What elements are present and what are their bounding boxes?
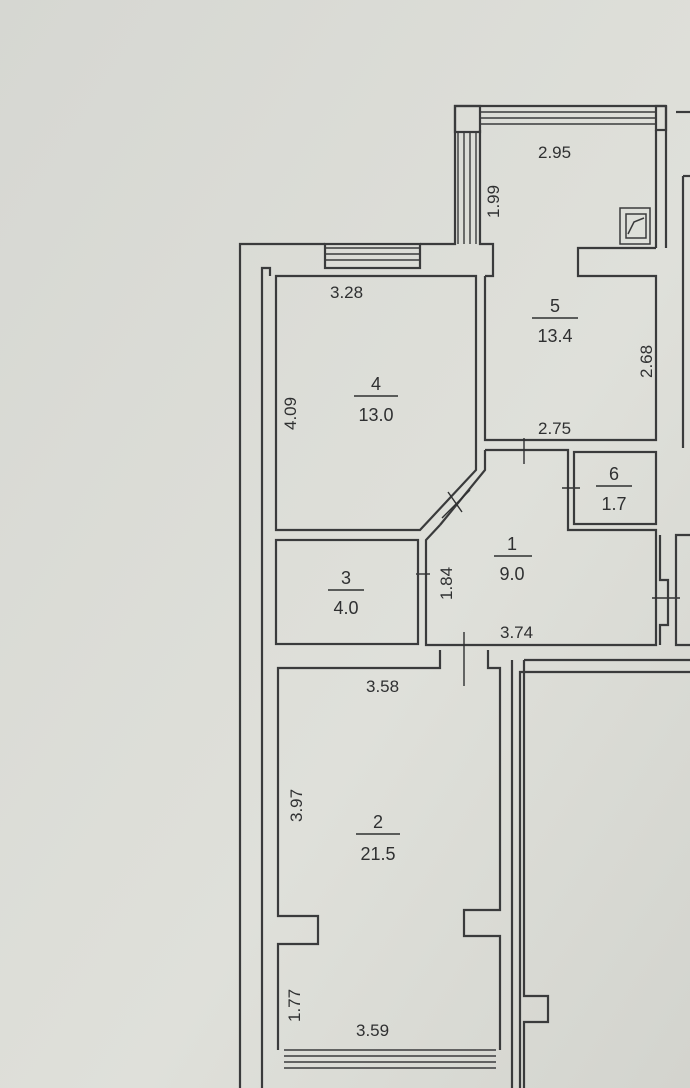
dim-room3-width: 1.84 [437, 567, 456, 600]
dim-room2-bottom-depth: 1.77 [285, 989, 304, 1022]
room-6-area: 1.7 [601, 494, 626, 514]
dim-balcony-depth: 1.99 [484, 185, 503, 218]
dim-room4-width: 3.28 [330, 283, 363, 302]
dim-room5-bottom: 2.75 [538, 419, 571, 438]
dim-balcony-width: 2.95 [538, 143, 571, 162]
room-6-number: 6 [609, 464, 619, 484]
room-4-area: 13.0 [358, 405, 393, 425]
room-5-outline [483, 207, 658, 442]
room-2-outline [276, 650, 550, 1088]
dim-room2-depth: 3.97 [287, 789, 306, 822]
dim-room2-top: 3.58 [366, 677, 399, 696]
room-3-number: 3 [341, 568, 351, 588]
room-label-4: 4 13.0 [354, 374, 398, 425]
room-3-outline [274, 538, 420, 646]
room-label-5: 5 13.4 [532, 296, 578, 346]
right-doorway [658, 533, 690, 647]
dim-room2-bottom: 3.59 [356, 1021, 389, 1040]
room-6-outline [572, 450, 658, 526]
room-4-number: 4 [371, 374, 381, 394]
room-label-3: 3 4.0 [328, 568, 364, 618]
room-2-area: 21.5 [360, 844, 395, 864]
room-5-area: 13.4 [537, 326, 572, 346]
room-1-outline [416, 438, 680, 686]
room-1-area: 9.0 [499, 564, 524, 584]
room-label-2: 2 21.5 [356, 812, 400, 864]
room-4-outline [274, 242, 478, 532]
room-3-area: 4.0 [333, 598, 358, 618]
dim-room5-depth: 2.68 [637, 345, 656, 378]
balcony-window [453, 104, 668, 244]
room-label-6: 6 1.7 [596, 464, 632, 514]
dim-room4-depth: 4.09 [281, 397, 300, 430]
room-1-number: 1 [507, 534, 517, 554]
outer-walls [238, 104, 690, 1088]
room-label-1: 1 9.0 [494, 534, 532, 584]
room-2-number: 2 [373, 812, 383, 832]
dim-room1-width: 3.74 [500, 623, 533, 642]
room-5-number: 5 [550, 296, 560, 316]
